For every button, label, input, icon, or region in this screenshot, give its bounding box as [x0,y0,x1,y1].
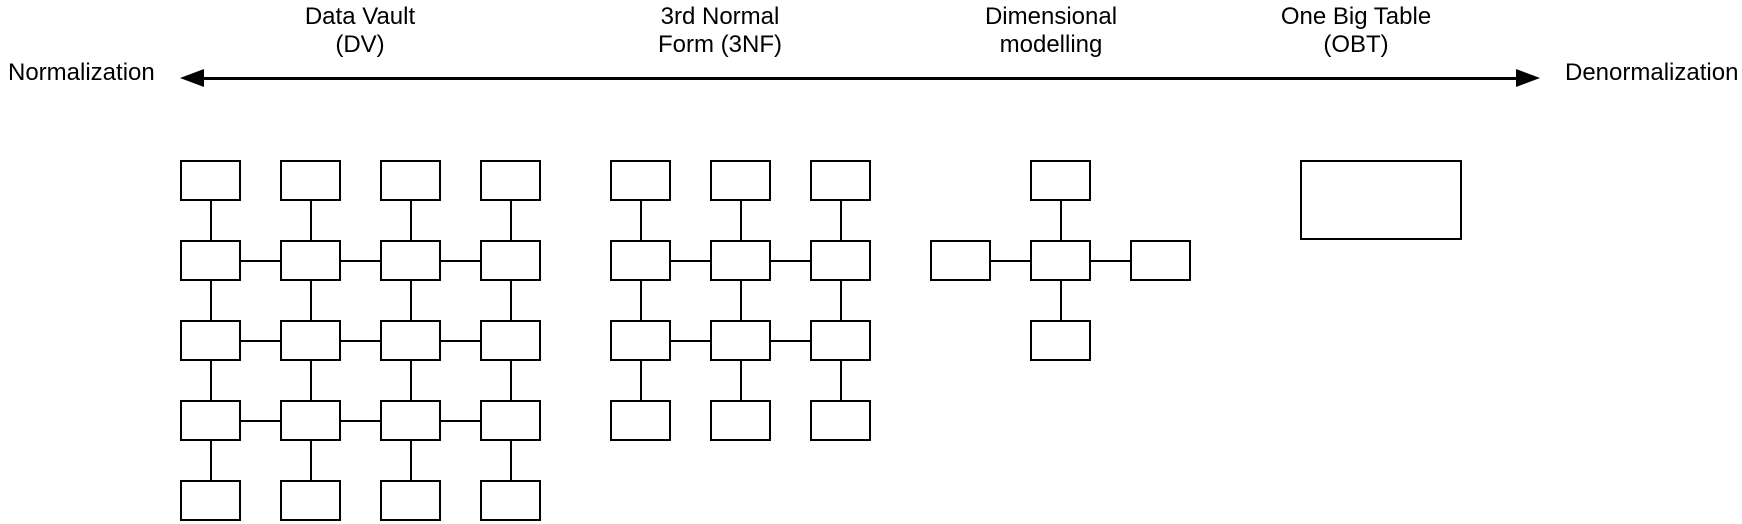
data-vault-schema-link [309,361,312,400]
data-vault-schema-link [241,419,280,422]
data-vault-schema-link [209,281,212,320]
label-dimensional-line2: modelling [999,31,1103,58]
data-vault-schema-link [441,339,480,342]
3nf-schema-table [710,160,771,201]
data-vault-schema-link [409,361,412,400]
data-vault-schema-link [409,441,412,480]
star-schema-link [1091,259,1130,262]
arrow-left-head-icon [180,69,204,87]
data-vault-schema-table [380,160,441,201]
data-vault-schema-link [441,259,480,262]
data-vault-schema-link [509,361,512,400]
data-vault-schema-table [380,480,441,521]
data-vault-schema-table [280,160,341,201]
data-vault-schema-table [180,320,241,361]
data-vault-schema-link [509,281,512,320]
data-vault-schema-link [341,339,380,342]
data-vault-schema-table [480,160,541,201]
3nf-schema-table [610,240,671,281]
3nf-schema-table [710,400,771,441]
3nf-schema-link [739,281,742,320]
data-vault-schema-table [180,480,241,521]
data-vault-schema-link [509,441,512,480]
one-big-table [1300,160,1462,240]
data-vault-schema-table [380,320,441,361]
normalization-label: Normalization [8,59,155,86]
data-vault-schema-table [380,400,441,441]
label-3nf-line1: 3rd Normal [660,3,780,30]
star-schema-link [1059,201,1062,240]
3nf-schema-link [771,259,810,262]
data-vault-schema-link [409,201,412,240]
star-schema-dim-table-right [1130,240,1191,281]
label-data-vault-line2: (DV) [335,31,385,58]
star-schema-dim-table-top [1030,160,1091,201]
label-dimensional-line1: Dimensional [984,3,1118,30]
data-vault-schema-link [241,259,280,262]
3nf-schema-link [639,201,642,240]
3nf-schema-table [810,240,871,281]
label-3nf: 3rd Normal Form (3NF) [658,3,782,59]
data-vault-schema-table [280,400,341,441]
label-3nf-line2: Form (3NF) [658,31,782,58]
data-vault-schema-link [341,259,380,262]
3nf-schema-table [810,160,871,201]
data-vault-schema-table [180,400,241,441]
data-vault-schema-link [409,281,412,320]
data-vault-schema-link [509,201,512,240]
data-vault-schema-table [480,480,541,521]
data-vault-schema-link [209,441,212,480]
data-vault-schema-link [441,419,480,422]
star-schema-dim-table-bottom [1030,320,1091,361]
data-vault-schema-table [180,240,241,281]
3nf-schema-table [810,400,871,441]
label-data-vault-line1: Data Vault [304,3,416,30]
label-data-vault: Data Vault (DV) [305,3,415,59]
label-obt-line2: (OBT) [1323,31,1389,58]
data-vault-schema-table [480,400,541,441]
arrow-right-head-icon [1516,69,1540,87]
data-vault-schema-table [480,320,541,361]
data-vault-schema-link [309,441,312,480]
spectrum-arrow-line [200,77,1520,80]
star-schema-link [1059,281,1062,320]
3nf-schema-link [739,201,742,240]
3nf-schema-table [610,160,671,201]
3nf-schema-link [639,361,642,400]
data-vault-schema-table [280,320,341,361]
star-schema-fact-table [1030,240,1091,281]
data-vault-schema-table [280,480,341,521]
data-vault-schema-table [280,240,341,281]
data-vault-schema-table [180,160,241,201]
3nf-schema-link [839,281,842,320]
3nf-schema-link [671,339,710,342]
denormalization-label: Denormalization [1565,59,1739,86]
3nf-schema-table [710,240,771,281]
data-vault-schema-link [309,201,312,240]
label-obt: One Big Table (OBT) [1281,3,1431,59]
3nf-schema-link [839,361,842,400]
data-vault-schema-table [480,240,541,281]
3nf-schema-link [639,281,642,320]
data-vault-schema-table [380,240,441,281]
data-vault-schema-link [341,419,380,422]
data-vault-schema-link [309,281,312,320]
star-schema-link [991,259,1030,262]
3nf-schema-table [610,320,671,361]
data-vault-schema-link [209,361,212,400]
3nf-schema-link [771,339,810,342]
3nf-schema-link [739,361,742,400]
data-vault-schema-link [209,201,212,240]
star-schema-dim-table-left [930,240,991,281]
3nf-schema-link [839,201,842,240]
3nf-schema-table [710,320,771,361]
label-obt-line1: One Big Table [1280,3,1432,30]
3nf-schema-table [810,320,871,361]
3nf-schema-link [671,259,710,262]
3nf-schema-table [610,400,671,441]
data-vault-schema-link [241,339,280,342]
label-dimensional: Dimensional modelling [985,3,1117,59]
